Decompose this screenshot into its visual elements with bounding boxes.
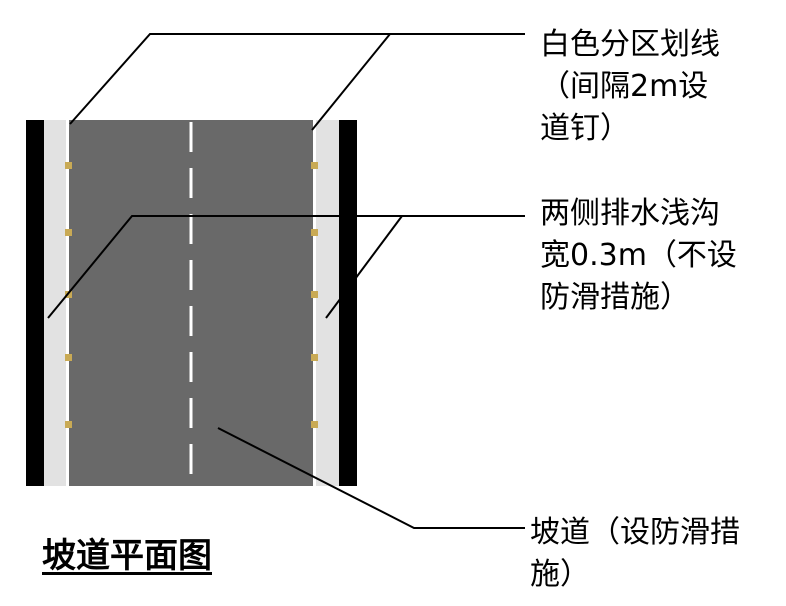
- road-stud: [65, 229, 72, 236]
- left-drain-strip: [44, 120, 68, 486]
- leader-ramp: [217, 427, 525, 529]
- road-stud: [311, 162, 318, 169]
- label-line: 施）: [530, 557, 590, 592]
- road-stud: [311, 229, 318, 236]
- label-line: 白色分区划线: [540, 27, 720, 62]
- leader-drain-right: [325, 215, 403, 319]
- plan-title: 坡道平面图: [42, 536, 212, 576]
- label-line: （间隔2m设: [540, 69, 709, 104]
- road-stud: [311, 291, 318, 298]
- road-stud: [65, 162, 72, 169]
- left-curb: [26, 120, 44, 486]
- label-line: 坡道（设防滑措: [530, 515, 740, 550]
- label-line: 两侧排水浅沟: [540, 196, 720, 231]
- label-line: 防滑措施）: [540, 280, 690, 315]
- right-drain-strip: [315, 120, 339, 486]
- road-stud: [65, 421, 72, 428]
- leader-lane-marking-right: [311, 33, 391, 131]
- lane-marking-label: 白色分区划线 （间隔2m设 道钉）: [540, 24, 780, 150]
- road-stud: [311, 421, 318, 428]
- leader-drain: [47, 215, 525, 319]
- leader-lane-marking: [69, 33, 525, 125]
- drain-label: 两侧排水浅沟 宽0.3m（不设 防滑措施）: [540, 193, 780, 319]
- leader-lines: [47, 33, 525, 529]
- label-line: 宽0.3m（不设: [540, 238, 737, 273]
- road-stud: [65, 354, 72, 361]
- ramp-label: 坡道（设防滑措 施）: [530, 512, 775, 596]
- label-line: 道钉）: [540, 111, 630, 146]
- road-stud: [311, 354, 318, 361]
- left-edge-line: [66, 120, 69, 486]
- right-edge-line: [313, 120, 316, 486]
- right-curb: [339, 120, 357, 486]
